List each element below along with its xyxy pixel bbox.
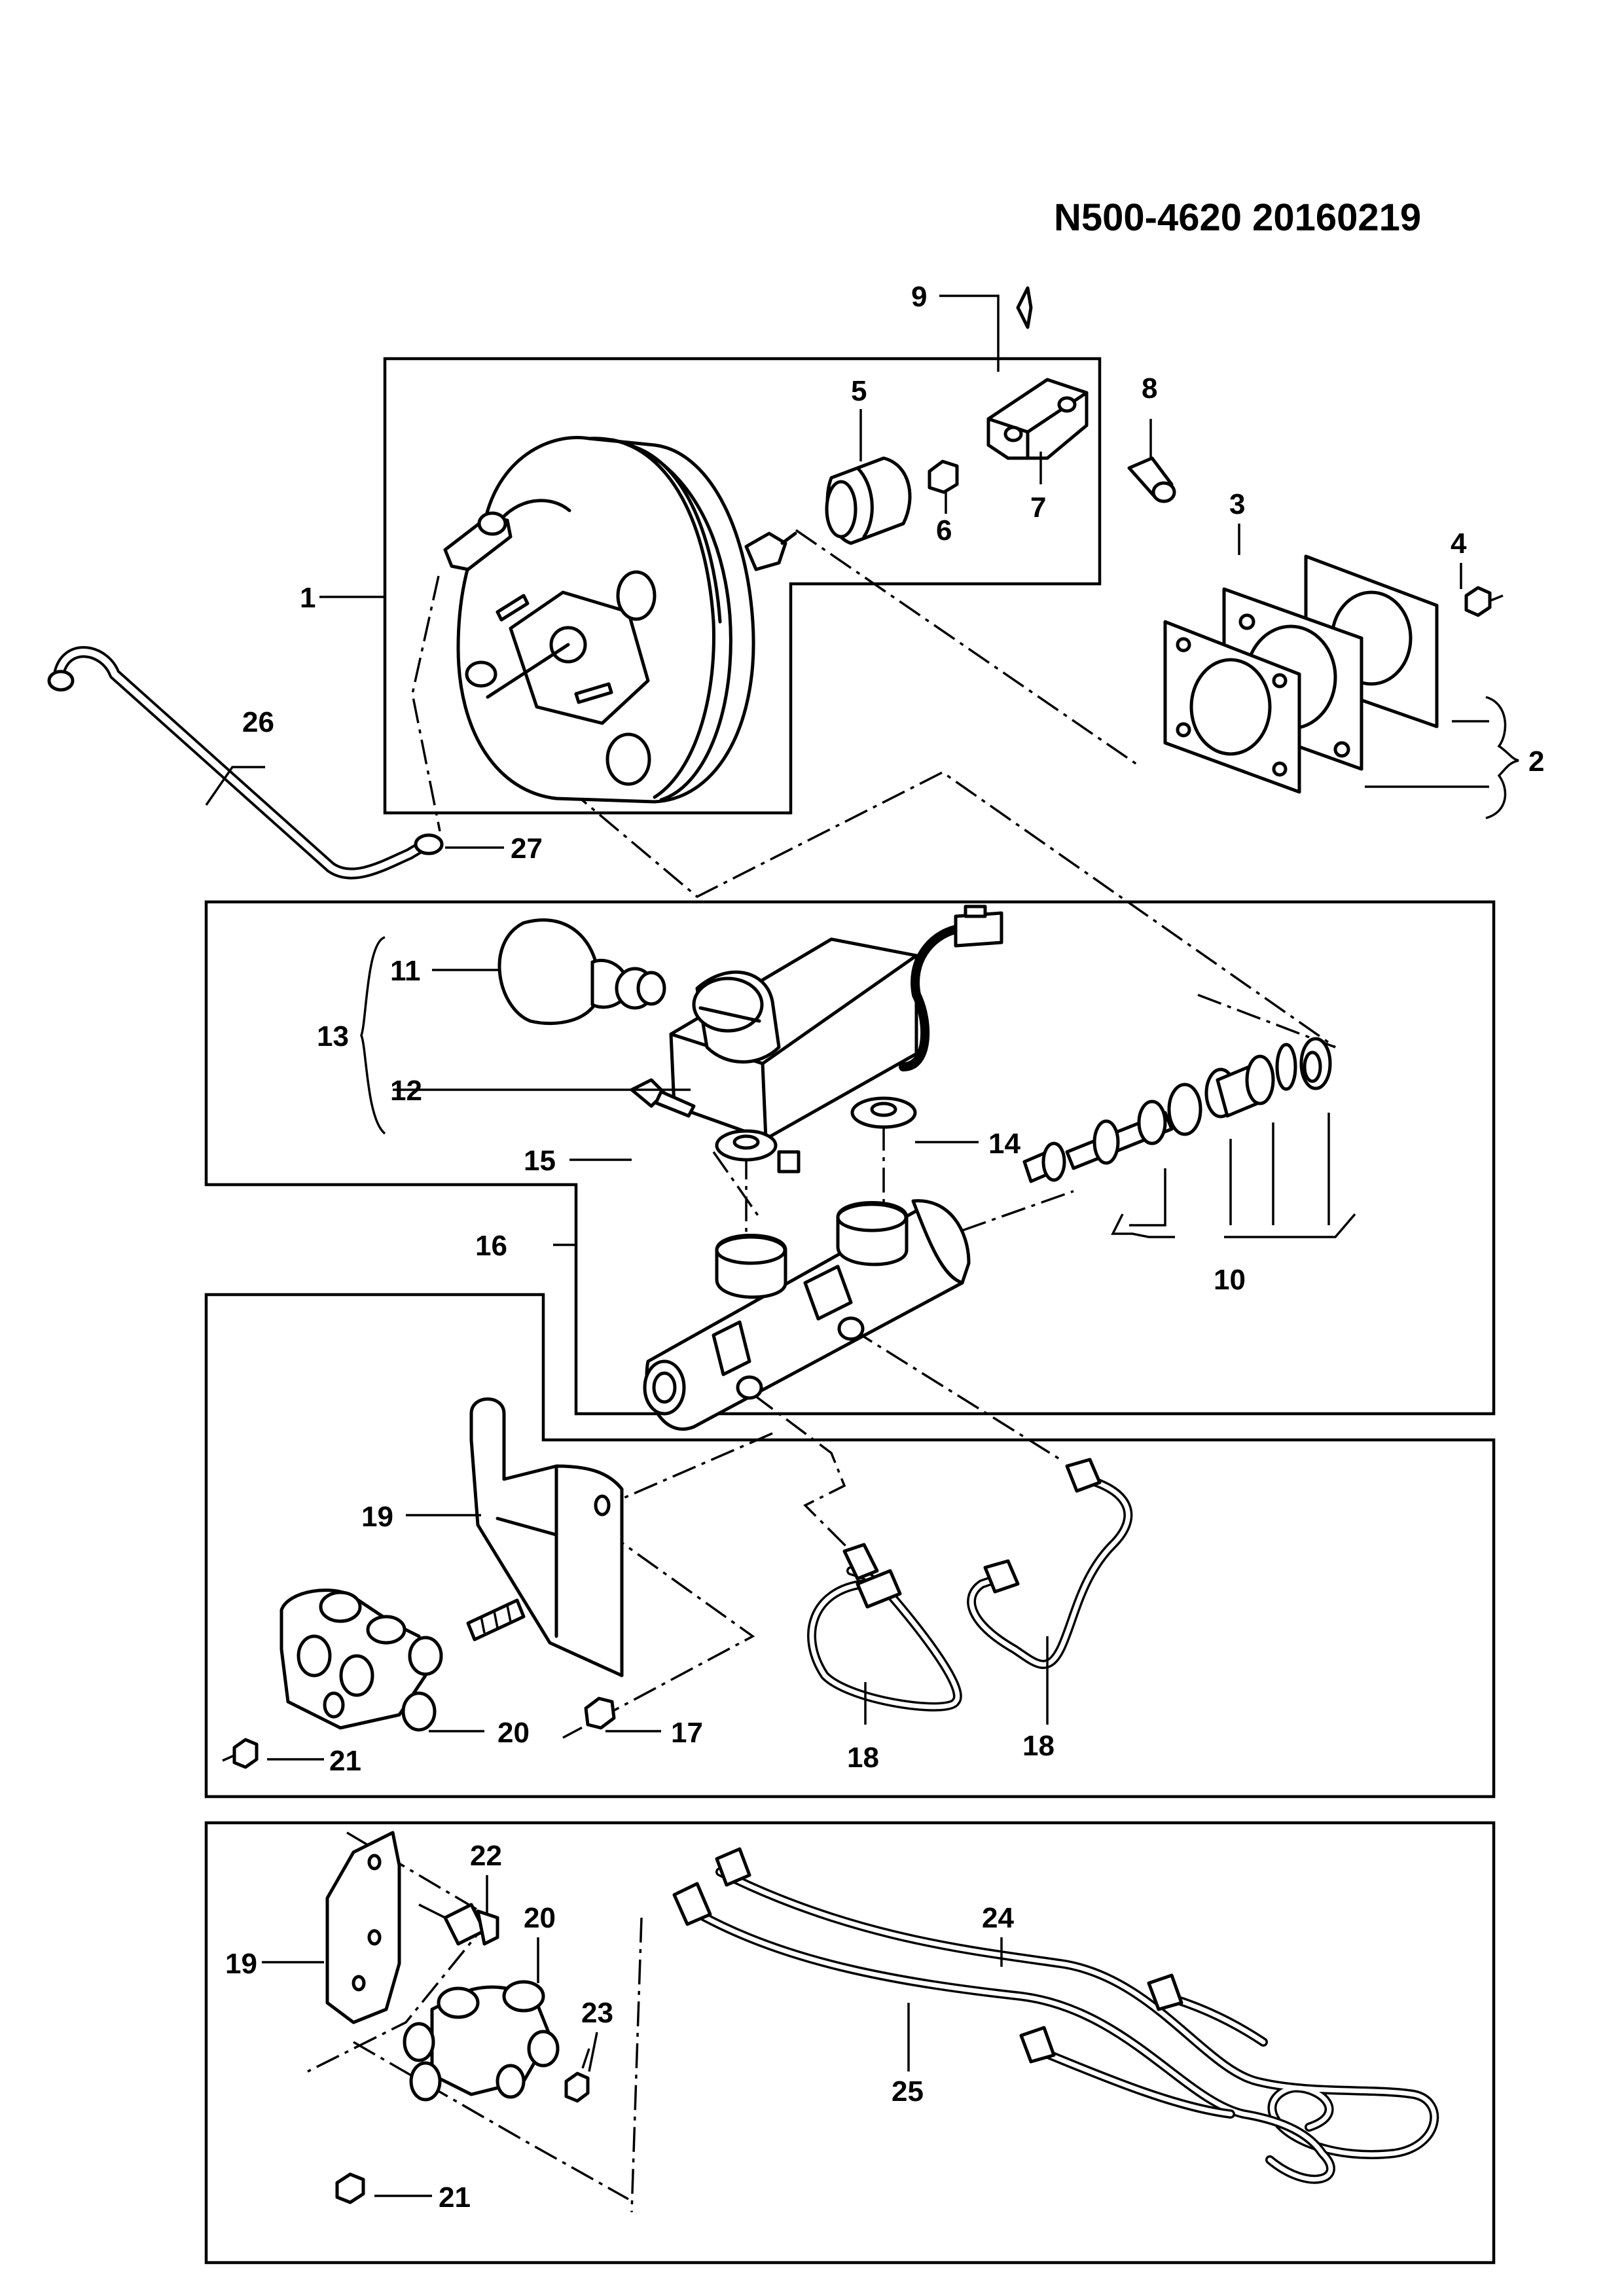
bracket-part-19-lower — [325, 1831, 401, 2024]
booster-group-box — [383, 357, 1102, 815]
callout-22: 22 — [470, 1840, 502, 1872]
nut-part-6 — [928, 459, 959, 494]
callout-5: 5 — [851, 375, 867, 407]
callout-12: 12 — [390, 1075, 422, 1107]
brake-pipe-part-18-left — [807, 1543, 962, 1712]
reservoir-part-12 — [669, 905, 1003, 1174]
callout-7: 7 — [1030, 492, 1046, 524]
cotter-pin-part-9 — [1016, 286, 1033, 329]
callout-16: 16 — [475, 1230, 507, 1262]
callout-21b: 21 — [439, 2181, 471, 2214]
callout-18b: 18 — [1022, 1730, 1055, 1762]
valve-part-20-upper — [280, 1588, 526, 1732]
clevis-pin-part-8 — [1127, 456, 1176, 503]
nut-part-17 — [584, 1696, 616, 1730]
brake-pipe-part-18-right — [967, 1458, 1133, 1669]
callout-21a: 21 — [329, 1745, 361, 1777]
valve-group-box — [204, 1293, 1496, 1799]
callout-3: 3 — [1229, 488, 1245, 520]
callout-9: 9 — [911, 281, 927, 313]
callout-14: 14 — [988, 1128, 1020, 1160]
callout-11: 11 — [390, 955, 421, 987]
callout-19b: 19 — [225, 1948, 257, 1980]
callout-27: 27 — [511, 833, 543, 865]
callout-25: 25 — [892, 2075, 924, 2108]
spacer-and-gaskets-part-2-3 — [1163, 554, 1439, 794]
master-cylinder-part-16 — [643, 1199, 971, 1431]
nut-part-23 — [564, 2048, 590, 2103]
callout-20a: 20 — [497, 1717, 530, 1749]
callout-13: 13 — [317, 1020, 349, 1052]
callout-10: 10 — [1214, 1264, 1246, 1296]
bolt-part-22 — [418, 1903, 499, 1946]
nut-part-21-upper — [222, 1738, 259, 1769]
grommets-part-14 — [715, 1096, 917, 1162]
bracket-part-19-upper — [469, 1397, 624, 1677]
boot-part-5 — [825, 456, 912, 545]
callout-2: 2 — [1528, 745, 1544, 778]
reservoir-cap-part-11 — [497, 918, 666, 1026]
callout-15: 15 — [524, 1145, 556, 1177]
nut-part-4 — [1464, 586, 1504, 617]
callout-4: 4 — [1451, 528, 1467, 560]
callout-20b: 20 — [524, 1902, 556, 1934]
callout-18a: 18 — [847, 1742, 879, 1774]
brake-booster — [443, 436, 797, 804]
callout-6: 6 — [936, 514, 952, 547]
vacuum-hose-part-26 — [47, 646, 431, 880]
callout-1: 1 — [300, 582, 316, 614]
callout-19a: 19 — [361, 1501, 393, 1533]
bolt-part-15 — [630, 1078, 696, 1118]
callout-23: 23 — [581, 1997, 613, 2029]
document-id: N500-4620 20160219 — [1054, 196, 1421, 239]
leader-lines — [205, 295, 1519, 2197]
brake-pipe-set-part-24-25 — [672, 1847, 1439, 2184]
lhd-pipe-group-box — [204, 1821, 1496, 2265]
hose-clamp-part-27 — [414, 833, 444, 855]
callout-17: 17 — [671, 1717, 703, 1749]
valve-part-20-lower — [403, 1980, 560, 2102]
nut-part-21-lower — [335, 2172, 365, 2204]
callout-8: 8 — [1142, 372, 1157, 404]
group-boxes — [204, 357, 1496, 2265]
callouts: 1 2 3 4 5 6 7 8 9 10 11 12 13 14 15 16 1… — [225, 281, 1544, 2214]
piston-kit-part-10 — [1022, 1037, 1332, 1183]
callout-26: 26 — [242, 706, 274, 738]
callout-24: 24 — [982, 1902, 1014, 1934]
master-cylinder-group-box — [204, 900, 1496, 1416]
clevis-part-7 — [986, 378, 1089, 460]
